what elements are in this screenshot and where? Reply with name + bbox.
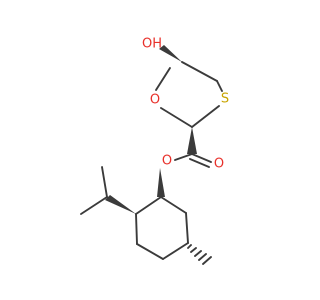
bond-s-c2 xyxy=(191,105,220,128)
bond-c2-o-ring xyxy=(160,107,193,128)
wedge-bond-isopropyl xyxy=(105,195,136,214)
wedge-bond-c5-oh xyxy=(159,45,182,62)
bond-c6-c1 xyxy=(160,196,187,214)
bond-ch2-s xyxy=(216,80,223,92)
bond-c4-c5 xyxy=(162,242,189,260)
wedge-bond-ester-c1 xyxy=(157,168,165,197)
bond-c2-c3 xyxy=(135,213,138,245)
molecule-structure: OH O S O O xyxy=(80,37,229,265)
atom-ring-sulfur-label: S xyxy=(221,92,229,107)
bond-c3-c4 xyxy=(136,243,164,260)
bond-isopropyl-me-a xyxy=(80,196,108,215)
bond-carbonyl-double-a xyxy=(191,153,212,163)
atom-ester-oxygen-label: O xyxy=(162,154,172,169)
atom-carbonyl-oxygen-label: O xyxy=(214,157,224,172)
wedge-bond-c2-carboxyl xyxy=(187,127,197,154)
bond-isopropyl-me-b xyxy=(101,166,108,198)
bond-o-ring-c5 xyxy=(155,67,171,91)
bond-c1-c2 xyxy=(135,196,162,215)
bond-c5-ch2 xyxy=(181,61,218,82)
bond-layer xyxy=(80,45,223,265)
bond-carboxyl-ester-o xyxy=(174,153,193,161)
hashed-bond-methyl xyxy=(187,244,212,265)
atom-label-layer: OH O S O O xyxy=(142,37,229,172)
bond-c5-c6 xyxy=(185,212,189,244)
bond-carbonyl-double-b xyxy=(189,158,210,168)
atom-ring-oxygen-label: O xyxy=(150,93,160,108)
atom-hydroxyl-label: OH xyxy=(142,37,162,52)
